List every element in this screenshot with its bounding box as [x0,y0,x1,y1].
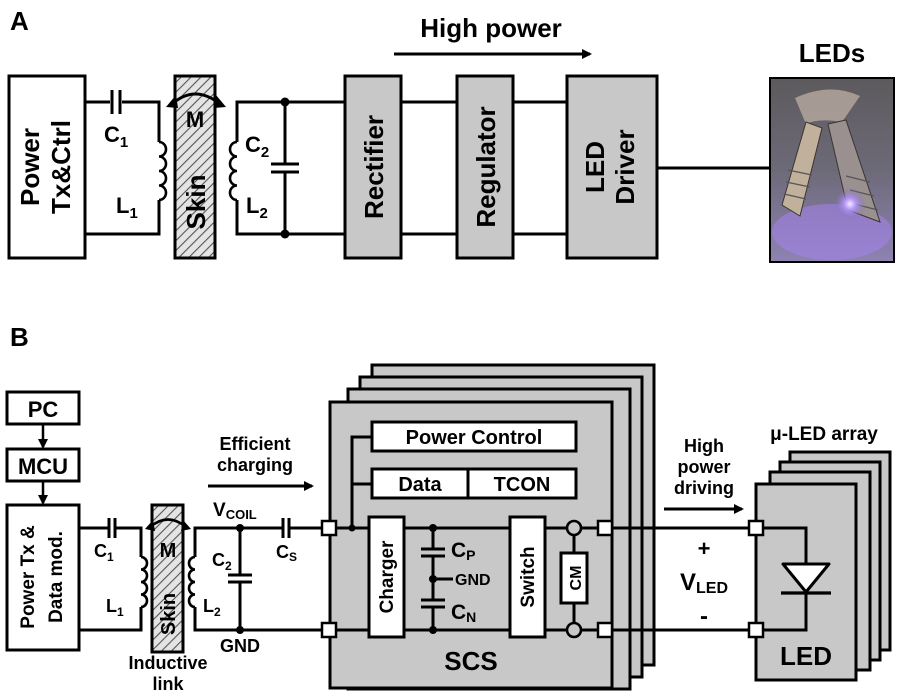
regulator-label: Regulator [471,106,501,227]
led-driver-line1: LED [580,141,610,193]
l1-label: L1 [116,193,138,222]
m-label: M [186,107,204,132]
skin-label-b: Skin [158,593,180,635]
switch-label: Switch [518,546,539,607]
cm-sense-top [565,519,583,537]
cm-sense-bottom [565,621,583,639]
leds-photo [769,77,895,263]
switch-block [508,515,547,639]
vled-label: VLED [680,569,728,597]
mutual-arrow-right-b [181,520,191,531]
gnd-bottom-label: GND [220,636,260,656]
junction-control-tap [348,524,356,532]
panel-b-label: B [10,322,29,352]
c2-label: C2 [245,132,269,161]
power-tx-ctrl-block [7,74,87,260]
leds-label: LEDs [799,38,865,68]
led-internal-wire [763,526,808,632]
efficient-line1: Efficient [219,434,290,454]
l2-coil [228,140,238,202]
pad-in-top [320,519,338,537]
secondary-loop-wire-b [193,526,322,632]
secondary-loop-wire [235,100,345,236]
power-tx-data-block [5,503,81,652]
rectifier-block [343,74,403,260]
cn-label: CN [451,601,476,625]
mutual-arrow-left [166,95,178,108]
cp-label: CP [451,539,476,563]
high-driving-line1: High [684,436,724,456]
c1-label: C1 [104,122,128,151]
cm-label: CM [568,566,585,591]
power-control-label: Power Control [406,427,543,449]
cs-label: CS [276,542,297,564]
charger-label: Charger [377,540,398,613]
mu-led-array-label: μ-LED array [770,424,878,445]
led-label: LED [780,641,832,671]
panel-a: A Power Tx&Ctrl C1 L1 Skin M C2 L2 Recti… [7,6,895,263]
inductive-line2: link [152,674,184,694]
power-tx-line2: Tx&Ctrl [46,120,76,214]
regulator-block [455,74,515,260]
rectifier-label: Rectifier [359,115,389,219]
led-driver-line2: Driver [610,129,640,204]
mcu-label: MCU [18,454,68,479]
power-tx-line1: Power [15,128,45,206]
high-driving-line3: driving [674,478,734,498]
pad-in-bottom [320,621,338,639]
l2-label: L2 [246,193,268,222]
tcon-label: TCON [494,474,551,496]
pad-out-bottom [596,621,614,639]
mutual-arrow-left-b [145,520,155,531]
efficient-line2: charging [217,455,293,475]
panel-a-label: A [10,6,29,36]
led-pad-top [747,519,765,537]
data-label: Data [398,474,442,496]
vled-minus: - [700,603,708,630]
primary-loop-wire-b [79,526,143,632]
power-tx-data-line2: Data mod. [46,531,67,623]
diode-triangle [781,562,831,594]
cm-block [559,551,589,605]
l2b-coil [187,555,196,609]
control-tap-wire [350,435,372,528]
high-power-label: High power [420,13,562,43]
charger-block [367,515,406,639]
led-pad-bottom [747,621,765,639]
c2b-label: C2 [212,550,232,573]
l1b-coil [140,555,149,609]
pc-block [5,390,81,426]
inductive-line1: Inductive [128,653,207,673]
power-tx-data-line1: Power Tx & [18,525,39,629]
skin-barrier [173,74,217,260]
gnd-mid-label: GND [455,572,491,589]
vled-plus: + [698,536,711,561]
primary-loop-wire [85,100,161,236]
scs-mid-wires [404,526,510,632]
skin-label: Skin [181,175,211,230]
scs-output-wires [545,526,598,632]
panel-b: B PC MCU Power Tx & Data mod. C1 L1 Skin… [5,322,892,694]
led-driver-block [565,74,659,260]
vcoil-label: VCOIL [213,500,257,522]
l1b-label: L1 [106,596,124,619]
pc-label: PC [28,397,59,422]
mutual-arrow-right [214,95,226,108]
pad-out-top [596,519,614,537]
c1b-label: C1 [94,541,114,564]
high-driving-line2: power [677,457,730,477]
skin-barrier-b [150,503,185,654]
l1-coil [158,140,168,202]
scs-label: SCS [444,646,497,676]
mcu-block [5,447,81,483]
m-label-b: M [160,540,177,562]
l2b-label: L2 [203,596,221,619]
